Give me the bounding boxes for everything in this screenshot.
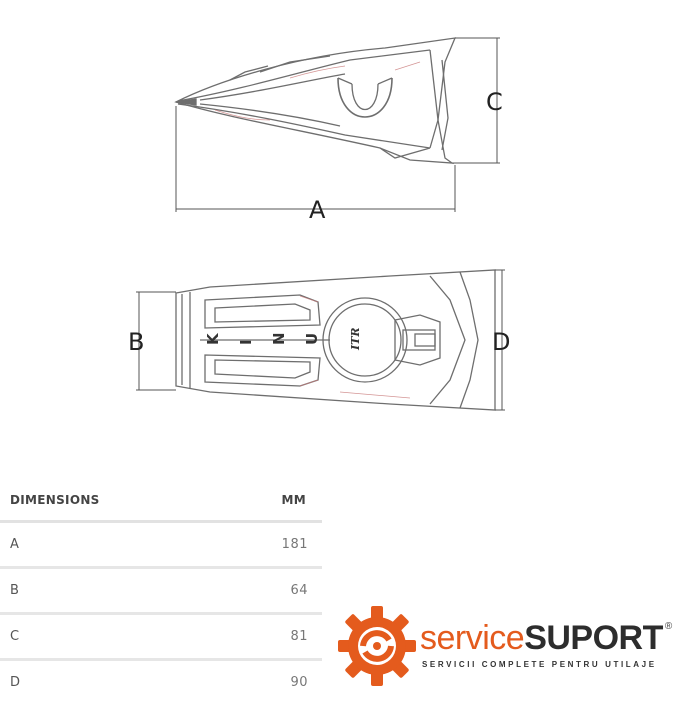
table-row: A 181 [0,523,322,569]
top-view-accent [299,295,411,399]
table-row: D 90 [0,661,322,704]
service-suport-logo: service SUPORT ® SERVICII COMPLETE PENTR… [338,604,688,688]
dimension-value: 64 [290,583,308,598]
dimension-b [136,291,176,391]
engraving-letter-k: K [204,332,222,345]
dimension-c [452,37,500,164]
engraving-brand-mark: ITR [349,328,362,351]
table-row: C 81 [0,615,322,661]
brand-name-part2: SUPORT [524,619,663,657]
dimension-label-d: D [492,328,510,356]
dimension-a [175,106,456,212]
table-header: DIMENSIONS MM [0,480,322,523]
brand-tagline: SERVICII COMPLETE PENTRU UTILAJE [422,660,657,669]
registered-mark: ® [664,621,673,632]
dimension-value: 90 [290,675,308,690]
dimension-d [495,269,505,411]
engraving-letter-n: N [270,332,288,345]
engraving-letter-i: I [237,339,255,345]
column-header-dimensions: DIMENSIONS [10,493,100,507]
dimension-name: A [10,537,19,552]
dimensions-table: DIMENSIONS MM A 181 B 64 C 81 D 90 [0,480,322,704]
technical-drawing: C A K I N U I [128,37,510,411]
brand-name: service SUPORT ® [420,618,672,658]
table-row: B 64 [0,569,322,615]
engraving-letter-u: U [303,333,321,345]
dimension-name: D [10,675,21,690]
brand-name-part1: service [420,619,525,657]
side-view-accent [214,61,421,121]
dimension-value: 81 [290,629,308,644]
dimension-name: B [10,583,19,598]
dimension-value: 181 [281,537,308,552]
side-view [174,37,457,164]
gear-icon [338,606,416,686]
dimension-name: C [10,629,20,644]
column-header-mm: MM [281,493,306,507]
dimension-label-c: C [486,88,503,116]
dimension-label-b: B [128,328,144,356]
dimension-label-a: A [309,196,326,224]
top-view [175,269,496,411]
